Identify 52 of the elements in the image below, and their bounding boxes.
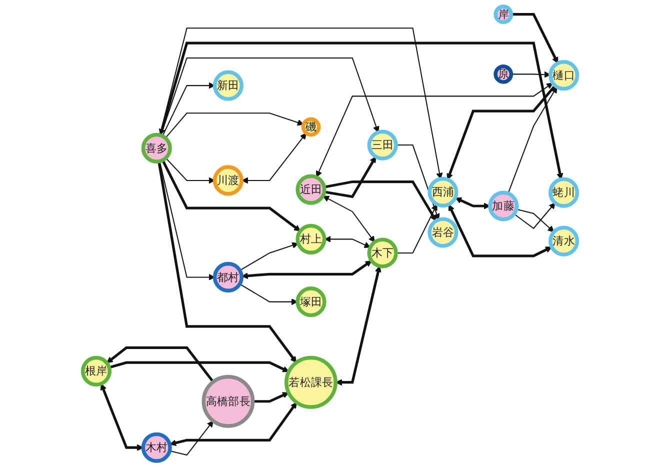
arrow [242,260,372,280]
node-circle: 清水 [548,226,580,256]
arrow [324,180,436,222]
arrow [455,197,490,210]
arrow [446,84,556,180]
arrow [159,28,443,180]
arrow [164,112,304,138]
arrow [170,420,214,456]
node-circle: 村上 [296,224,326,254]
node-circle: 根岸 [80,356,112,386]
node-circle: 原 [494,64,514,84]
node-circle: 木村 [141,432,172,463]
node-circle: 近田 [296,174,326,205]
arrow [322,196,375,242]
arrow [242,132,306,184]
arrow [100,384,144,451]
node-circle: 木下 [367,238,398,268]
node-circle: 若松課長 [284,356,338,409]
node-circle: 岩谷 [428,217,458,248]
node-circle: 塚田 [296,286,326,318]
arrow [516,208,554,232]
arrow [106,346,214,383]
arrow [324,236,371,248]
arrow [511,71,551,78]
arrow [170,402,297,446]
node-circle: 都村 [212,262,244,292]
node-circle: 三田 [367,130,398,160]
arrow [108,361,290,372]
node-circle: 新田 [212,70,244,101]
node-circle: 川渡 [212,165,244,196]
node-circle: 喜多 [141,132,172,164]
arrow [158,161,297,363]
arrow [239,284,298,306]
arrow [511,13,558,64]
node-circle: 加藤 [488,190,519,222]
node-circle: 蛯川 [548,177,580,208]
node-circle: 西浦 [428,176,458,208]
arrow [396,204,438,254]
arrow [514,202,556,230]
node-circle: 高橋部長 [202,374,255,428]
arrow [252,392,289,403]
arrow [448,204,552,258]
arrow [316,82,554,178]
node-circle: 樋口 [548,60,580,91]
arrow [162,160,301,232]
arrow [158,42,564,180]
arrow [508,86,558,194]
arrow [240,242,299,271]
node-circle: 磯 [301,117,321,137]
arrow [324,156,376,198]
node-circle: 岸 [494,4,514,24]
arrow [336,266,382,386]
